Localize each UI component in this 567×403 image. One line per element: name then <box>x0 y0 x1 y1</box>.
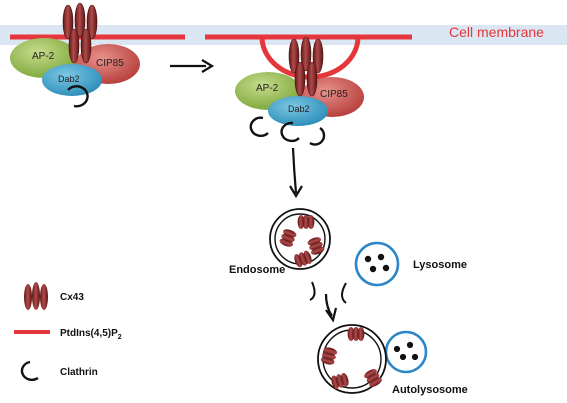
autolysosome-label: Autolysosome <box>392 384 468 396</box>
dab2-label: Dab2 <box>58 74 80 84</box>
cx43-legend-icon <box>24 282 48 310</box>
dab2-blob <box>42 64 102 96</box>
cx43-icon <box>320 347 338 365</box>
lysosome-label: Lysosome <box>413 259 468 271</box>
clathrin-icon <box>67 85 89 108</box>
autolysosome <box>317 324 428 394</box>
legend-pip2-subscript: 2 <box>117 334 122 341</box>
cip85-label-right: CIP85 <box>320 89 348 100</box>
cx43-icon <box>307 237 325 255</box>
cx43-icon <box>297 215 315 229</box>
arrow-down <box>289 147 303 199</box>
legend-pip2-text: PtdIns(4,5)P <box>60 328 118 339</box>
legend-clathrin-label: Clathrin <box>60 367 98 378</box>
legend <box>14 282 50 381</box>
cx43-icon <box>347 327 365 341</box>
dab2-label-right: Dab2 <box>288 104 310 114</box>
ap2-label-right: AP-2 <box>256 83 279 94</box>
cip85-label: CIP85 <box>96 58 124 69</box>
cx43-icon <box>279 229 297 247</box>
cx43-icon <box>294 250 312 268</box>
fusion-arrow <box>309 281 347 323</box>
cx43-icon <box>364 369 382 387</box>
clathrin-icon <box>280 121 300 143</box>
lysosome <box>354 241 400 287</box>
cell-membrane-label: Cell membrane <box>449 24 544 40</box>
dab2-blob <box>268 96 328 126</box>
clathrin-legend-icon <box>20 360 39 381</box>
endosome <box>269 208 331 270</box>
clathrin-icon <box>309 127 326 146</box>
complex-left <box>10 2 140 108</box>
legend-cx43-label: Cx43 <box>60 292 84 303</box>
legend-pip2-label: PtdIns(4,5)P2 <box>60 328 122 341</box>
complex-right <box>235 36 364 146</box>
cx43-icon <box>331 372 349 390</box>
endosome-label: Endosome <box>229 264 286 276</box>
arrow-right <box>170 59 215 73</box>
clathrin-icon <box>249 116 269 137</box>
ap2-label: AP-2 <box>32 51 55 62</box>
